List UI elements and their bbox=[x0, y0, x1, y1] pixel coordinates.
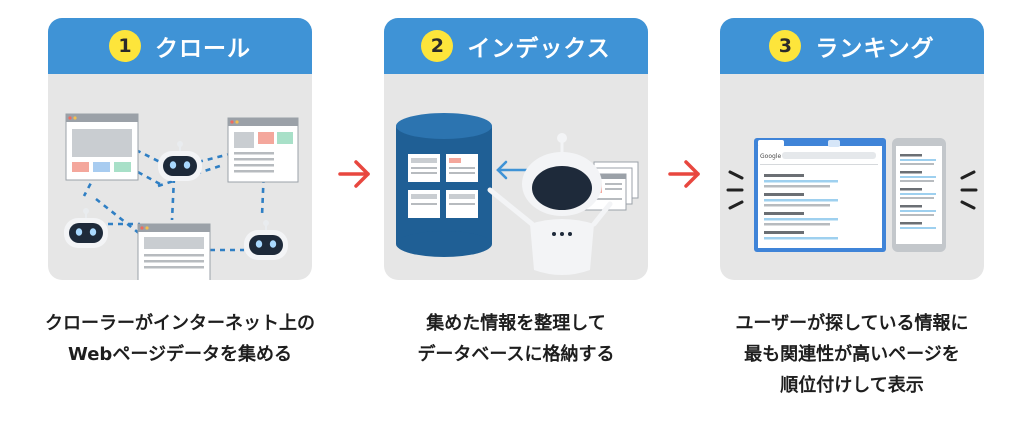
step-caption: 集めた情報を整理して データベースに格納する bbox=[351, 308, 681, 370]
caption-line: 順位付けして表示 bbox=[780, 375, 924, 396]
caption-line: ユーザーが探している情報に bbox=[735, 313, 969, 334]
web-page-window bbox=[65, 113, 139, 181]
search-results-browser: Google bbox=[754, 138, 886, 252]
step-title: ランキング bbox=[815, 36, 935, 62]
step-number-badge: 3 bbox=[769, 30, 802, 62]
index-illustration bbox=[396, 113, 639, 275]
caption-line: Webページデータを集める bbox=[68, 344, 292, 365]
crawler-bot-icon bbox=[158, 141, 202, 181]
crawler-bot-icon bbox=[244, 220, 288, 260]
step-caption: ユーザーが探している情報に 最も関連性が高いページを 順位付けして表示 bbox=[687, 308, 1017, 401]
arrow-right-icon bbox=[338, 160, 370, 188]
web-page-window bbox=[137, 223, 211, 280]
web-page-window bbox=[227, 117, 299, 183]
caption-line: 集めた情報を整理して bbox=[426, 313, 606, 334]
step-number-badge: 2 bbox=[421, 30, 454, 62]
crawl-illustration bbox=[64, 113, 299, 280]
step-header: 3 ランキング bbox=[720, 18, 984, 74]
smartphone-icon bbox=[892, 138, 946, 252]
caption-line: クローラーがインターネット上の bbox=[45, 313, 315, 334]
step-title: インデックス bbox=[467, 36, 611, 62]
step-card-ranking: 3 ランキング Google bbox=[720, 18, 984, 280]
emphasis-lines-icon bbox=[726, 170, 978, 210]
ranking-illustration: Google bbox=[726, 138, 978, 252]
step-card-crawl: 1 クロール bbox=[48, 18, 312, 280]
step-caption: クローラーがインターネット上の Webページデータを集める bbox=[15, 308, 345, 370]
step-card-index: 2 インデックス bbox=[384, 18, 648, 280]
step-header: 1 クロール bbox=[48, 18, 312, 74]
arrow-right-icon bbox=[668, 160, 700, 188]
search-logo: Google bbox=[760, 153, 781, 160]
crawler-bot-icon bbox=[64, 208, 108, 248]
step-number-badge: 1 bbox=[109, 30, 141, 62]
step-title: クロール bbox=[155, 36, 251, 62]
step-header: 2 インデックス bbox=[384, 18, 648, 74]
caption-line: データベースに格納する bbox=[417, 344, 615, 365]
caption-line: 最も関連性が高いページを bbox=[744, 344, 960, 365]
database-icon bbox=[396, 113, 492, 257]
robot-icon bbox=[487, 133, 613, 275]
